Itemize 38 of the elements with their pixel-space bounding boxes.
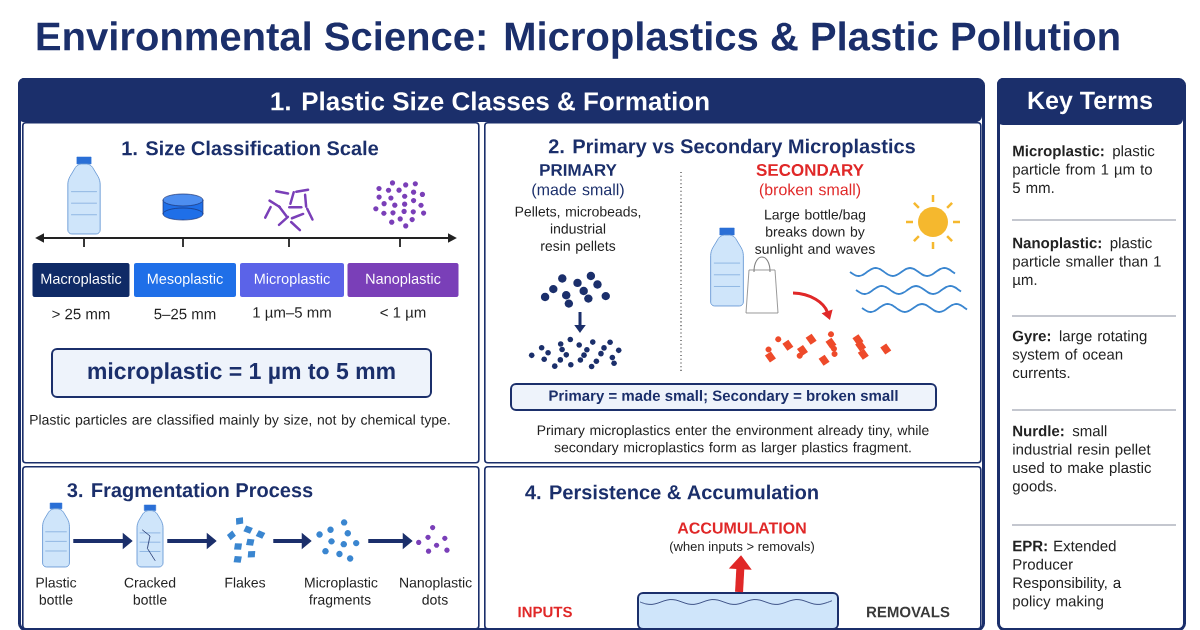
description: Pellets, microbeads, industrial resin pellets bbox=[515, 206, 641, 254]
subheading: (broken small) bbox=[759, 183, 861, 199]
heading: REMOVALS bbox=[867, 606, 950, 618]
heading: SECONDARY bbox=[756, 163, 864, 176]
node-label: Microplastic fragments bbox=[305, 577, 378, 608]
water-tank bbox=[637, 592, 839, 630]
range-label: < 1 µm bbox=[380, 307, 426, 321]
summary-box: Primary = made small; Secondary = broken small bbox=[510, 383, 937, 411]
title: Environmental Science: Microplastics & Plastic Pollution bbox=[37, 21, 1119, 59]
range-label: > 25 mm bbox=[52, 308, 110, 320]
term-definition: Nurdle: small industrial resin pellet used to make plastic goods. bbox=[1012, 425, 1152, 495]
heading: INPUTS bbox=[518, 606, 572, 618]
node-label: Plastic bottle bbox=[36, 577, 77, 605]
caption: Primary microplastics enter the environment already tiny, while secondary microplastics form as larger plastics fragment. bbox=[537, 424, 929, 456]
summary-box: microplastic = 1 µm to 5 mm bbox=[51, 348, 432, 398]
node-label: Nanoplastic dots bbox=[400, 577, 472, 605]
description: Large bottle/bag breaks down by sunlight and waves bbox=[755, 209, 875, 257]
node-label: Cracked bottle bbox=[124, 577, 176, 605]
term-definition: Microplastic: plastic particle from 1 µm to 5 mm. bbox=[1012, 145, 1155, 194]
process-step: Nanoplastic dots bbox=[400, 524, 472, 605]
outcome-label: ACCUMULATION (when inputs > removals) bbox=[670, 522, 814, 554]
process-step: Flakes bbox=[225, 517, 266, 588]
process-step: Plastic bottle bbox=[36, 502, 77, 605]
range-label: 1 µm–5 mm bbox=[253, 307, 331, 321]
subheading: (made small) bbox=[532, 183, 624, 199]
size-class-box: Nanoplastic bbox=[347, 263, 459, 297]
size-class-box: Macroplastic bbox=[32, 263, 130, 297]
process-step: Microplastic fragments bbox=[305, 519, 378, 608]
range-label: 5–25 mm bbox=[154, 308, 216, 320]
heading: PRIMARY bbox=[540, 164, 617, 176]
term-definition: EPR: Extended Producer Responsibility, a policy making bbox=[1013, 540, 1122, 610]
node-label: Flakes bbox=[225, 577, 266, 588]
size-class-box: Mesoplastic bbox=[134, 263, 236, 297]
process-step: Cracked bottle bbox=[124, 504, 176, 605]
term-definition: Nanoplastic: plastic particle smaller than 1 µm. bbox=[1013, 237, 1161, 289]
size-class-box: Microplastic bbox=[240, 263, 344, 297]
caption: Plastic particles are classified mainly by size, not by chemical type. bbox=[30, 414, 450, 428]
term-definition: Gyre: large rotating system of ocean currents. bbox=[1012, 330, 1147, 379]
